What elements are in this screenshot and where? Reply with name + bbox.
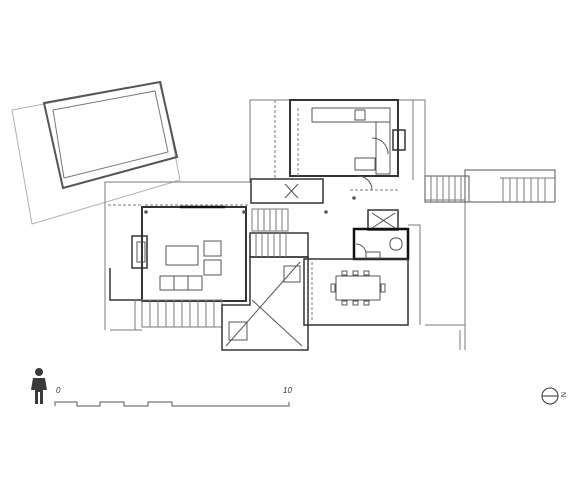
armchair-top bbox=[203, 240, 222, 257]
dining-table bbox=[335, 275, 381, 301]
house-outline bbox=[104, 99, 556, 351]
scale-bar bbox=[54, 401, 290, 407]
living-room-walls bbox=[141, 206, 247, 302]
kitchen-walls bbox=[289, 99, 399, 177]
pool-deck-outline bbox=[11, 81, 181, 225]
sofa bbox=[159, 275, 203, 291]
central-stair bbox=[249, 232, 309, 258]
scale-end-label: 10 bbox=[283, 386, 292, 395]
entry-box bbox=[250, 178, 324, 204]
left-terrace bbox=[109, 268, 142, 301]
kitchen-door-swing bbox=[371, 137, 389, 155]
dining-room-walls bbox=[303, 258, 409, 326]
pool-outer-edge bbox=[42, 80, 179, 190]
fireplace-inner bbox=[136, 241, 146, 263]
pool-water bbox=[52, 90, 169, 179]
pool-area bbox=[11, 80, 181, 225]
person-silhouette-icon bbox=[31, 368, 47, 404]
scale-start-label: 0 bbox=[56, 386, 61, 395]
bathroom bbox=[352, 227, 410, 261]
north-arrow-icon bbox=[541, 387, 559, 405]
void-diagonal bbox=[225, 261, 301, 347]
kitchen-counter-top bbox=[311, 107, 391, 123]
fireplace bbox=[131, 235, 148, 269]
armchair-bottom bbox=[203, 259, 222, 276]
right-terrace-stair bbox=[424, 175, 470, 203]
north-label: N bbox=[559, 391, 567, 398]
coffee-table bbox=[165, 245, 199, 266]
kitchen-counter-side bbox=[375, 121, 391, 175]
